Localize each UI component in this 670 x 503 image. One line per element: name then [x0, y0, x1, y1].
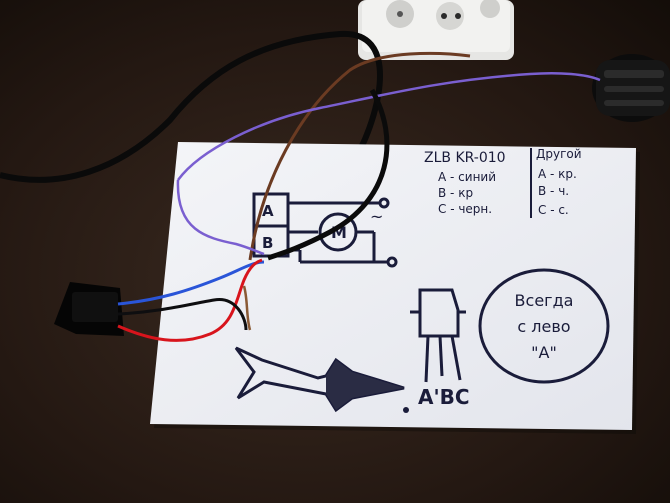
relay-module-icon — [54, 282, 124, 336]
note-left-line-3: C - черн. — [438, 202, 492, 216]
power-strip-icon — [358, 0, 514, 60]
note-right-header: Другой — [536, 147, 582, 161]
purple-wire-lower — [176, 179, 265, 256]
note-left-line-1: A - синий — [438, 170, 496, 184]
arrow-icon — [234, 346, 405, 413]
note-right-line-2: B - ч. — [538, 184, 569, 198]
circle-note-line-1: Всегда — [515, 291, 574, 310]
note-right-line-3: C - с. — [538, 203, 569, 217]
black-wire — [117, 298, 248, 331]
ink-dot — [403, 407, 409, 413]
circle-note-line-2: с лево — [517, 317, 570, 336]
circled-note: Всегда с лево "A" — [478, 268, 610, 384]
black-cable — [0, 30, 383, 183]
black-cable-front — [267, 88, 390, 261]
transistor-pin-labels: A'BC — [418, 385, 470, 409]
wire-color-note: ZLB KR-010 A - синий B - кр C - черн. Др… — [424, 147, 582, 218]
brown-wire — [248, 51, 471, 261]
paper-sheet — [150, 142, 640, 434]
note-left-line-2: B - кр — [438, 186, 473, 200]
purple-wire — [176, 72, 601, 181]
transistor-symbol-icon — [410, 288, 466, 383]
red-wire — [117, 258, 263, 342]
lamp-socket-icon — [592, 54, 670, 122]
brown-wire-end — [242, 285, 252, 331]
note-right-line-1: A - кр. — [538, 167, 577, 181]
circle-note-line-3: "A" — [531, 343, 557, 362]
model-label: ZLB KR-010 — [424, 150, 506, 166]
blue-wire — [117, 260, 265, 306]
ac-symbol: ~ — [370, 207, 383, 226]
terminal-a-label: A — [262, 202, 274, 220]
terminal-b-label: B — [262, 234, 273, 252]
